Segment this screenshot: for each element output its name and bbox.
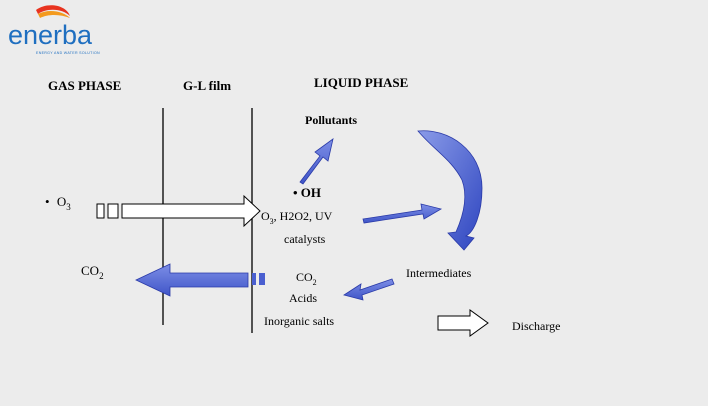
header-gl-film: G-L film	[183, 78, 231, 93]
pollutants-label: Pollutants	[305, 113, 357, 127]
svg-text:CO2: CO2	[81, 263, 104, 281]
reaction-cycle-arrow	[417, 130, 483, 251]
svg-text:catalysts: catalysts	[284, 232, 326, 246]
discharge-label: Discharge	[512, 319, 560, 333]
logo-word: enerba	[8, 20, 93, 50]
logo-swirl-icon	[36, 5, 70, 18]
enerba-logo: enerba ENERGY AND WATER SOLUTION	[8, 5, 100, 55]
oxidation-arrow-up	[299, 138, 334, 185]
co2-gas-label: CO2	[81, 263, 104, 281]
mineralization-arrow	[343, 278, 395, 301]
svg-text:O3, H2O2, UV: O3, H2O2, UV	[261, 209, 333, 226]
acids-label: Acids	[289, 291, 317, 305]
inorganic-salts-label: Inorganic salts	[264, 314, 334, 328]
header-liquid-phase: LIQUID PHASE	[314, 75, 408, 90]
header-gas-phase: GAS PHASE	[48, 78, 121, 93]
logo-tagline: ENERGY AND WATER SOLUTION	[36, 51, 100, 55]
oxidants-label: O3, H2O2, UV catalysts	[261, 209, 333, 246]
svg-text:CO2: CO2	[296, 270, 317, 287]
hydroxyl-radical-label: • OH	[293, 185, 321, 200]
oxidant-reaction-arrow	[362, 203, 443, 224]
svg-text:• O3: • O3	[45, 194, 71, 212]
co2-release-arrow	[135, 263, 265, 297]
co2-liquid-label: CO2	[296, 270, 317, 287]
intermediates-label: Intermediates	[406, 266, 472, 280]
discharge-arrow	[437, 309, 489, 337]
o3-gas-label: • O3	[45, 194, 71, 212]
ozone-transfer-arrow	[96, 194, 261, 228]
